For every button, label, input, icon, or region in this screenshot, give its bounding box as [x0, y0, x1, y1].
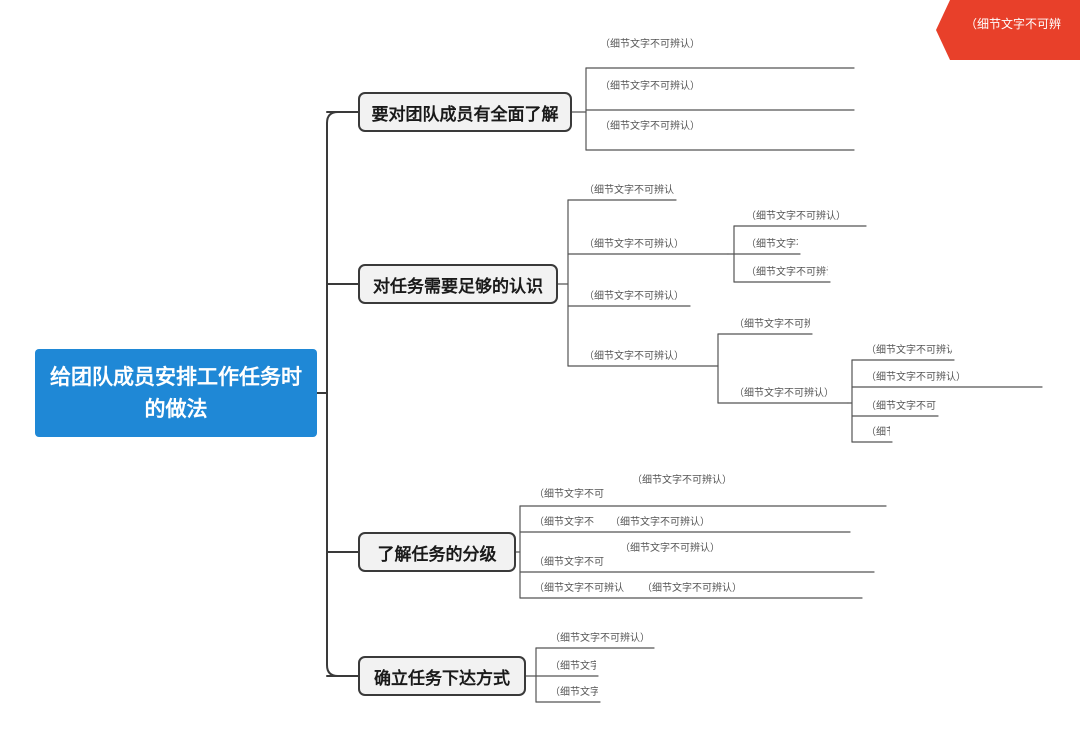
leaf-b3-4: （细节文字不可辨认） [534, 583, 624, 594]
branch-label: 要对团队成员有全面了解 [371, 104, 559, 125]
branch-assignment-method: 确立任务下达方式 [358, 656, 526, 696]
leaf-b3-3-detail: （细节文字不可辨认） [620, 543, 720, 554]
leaf-b4-2: （细节文字不可辨认） [550, 661, 596, 672]
branch-label: 了解任务的分级 [377, 544, 497, 565]
leaf-b2c-2: （细节文字不可辨认） [866, 372, 966, 383]
b2a-spine [727, 225, 735, 283]
leaf-b2-1: （细节文字不可辨认） [584, 185, 674, 196]
leaf-b2c-4: （细节文字不可辨认） [866, 427, 890, 438]
leaf-b2c-3: （细节文字不可辨认） [866, 401, 936, 412]
leaf-b1-2: （细节文字不可辨认） [600, 81, 700, 92]
branch-task-levels: 了解任务的分级 [358, 532, 516, 572]
corner-badge-label: （细节文字不可辨认） [964, 17, 1061, 31]
leaf-b2c-1: （细节文字不可辨认） [866, 345, 952, 356]
leaf-b3-2: （细节文字不可辨认） [534, 517, 594, 528]
leaf-b4-3: （细节文字不可辨认） [550, 687, 598, 698]
leaf-b2b-1: （细节文字不可辨认） [734, 319, 810, 330]
leaf-b4-1: （细节文字不可辨认） [550, 633, 650, 644]
leaf-b3-3: （细节文字不可辨认） [534, 557, 604, 568]
b2c-spine [847, 359, 853, 443]
leaf-b3-1: （细节文字不可辨认） [534, 489, 604, 500]
leaf-b1-1: （细节文字不可辨认） [600, 39, 700, 50]
leaf-b2b-2: （细节文字不可辨认） [734, 388, 834, 399]
leaf-b2a-1: （细节文字不可辨认） [746, 211, 846, 222]
leaf-b1-3: （细节文字不可辨认） [600, 121, 700, 132]
leaf-b3-1-detail: （细节文字不可辨认） [632, 475, 732, 486]
corner-badge [936, 0, 1080, 60]
root-topic-label: 给团队成员安排工作任务时的做法 [50, 365, 302, 421]
leaf-b2a-2: （细节文字不可辨认） [746, 239, 798, 250]
leaf-b2-4: （细节文字不可辨认） [584, 351, 684, 362]
leaf-b3-4-detail: （细节文字不可辨认） [642, 583, 742, 594]
branch-label: 确立任务下达方式 [374, 668, 510, 689]
leaf-b2a-3: （细节文字不可辨认） [746, 267, 828, 278]
root-topic: 给团队成员安排工作任务时的做法 [35, 349, 317, 437]
branch-task-knowledge: 对任务需要足够的认识 [358, 264, 558, 304]
branch-team-understanding: 要对团队成员有全面了解 [358, 92, 572, 132]
leaf-b2-2: （细节文字不可辨认） [584, 239, 684, 250]
leaf-b2-3: （细节文字不可辨认） [584, 291, 684, 302]
main-spine [326, 111, 339, 677]
branch-label: 对任务需要足够的认识 [373, 276, 543, 297]
leaf-b3-2-detail: （细节文字不可辨认） [610, 517, 710, 528]
